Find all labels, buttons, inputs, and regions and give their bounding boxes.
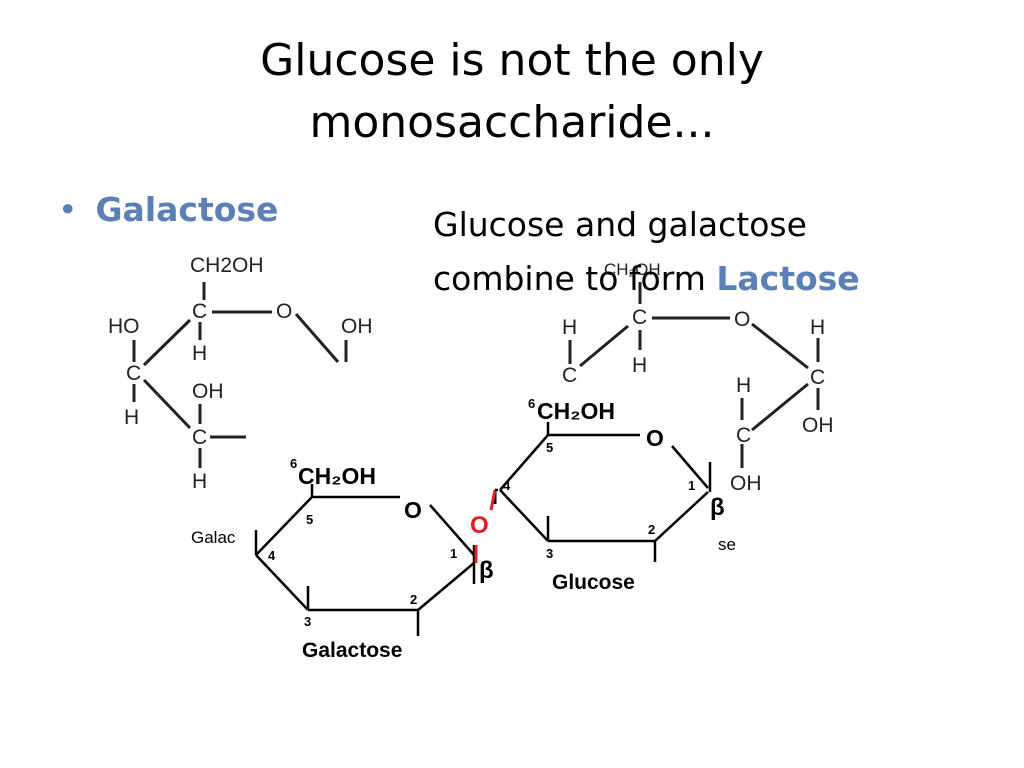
- galactose-open-chain: CH2OH C O OH HO H C H OH C H Galac: [108, 254, 373, 547]
- gal-open-c-left: C: [126, 362, 141, 385]
- glc-open-ch2oh: CH₂OH: [604, 260, 661, 279]
- glc-c1-num: 1: [688, 478, 695, 493]
- gal-c6-num: 6: [290, 456, 297, 471]
- gal-ring-o: O: [404, 497, 422, 523]
- title-line-2: monosaccharide...: [309, 97, 715, 148]
- slide-title: Glucose is not the only monosaccharide..…: [0, 30, 1024, 154]
- gal-c4-num: 4: [268, 548, 276, 563]
- subtitle-line-2: combine to form Lactose: [433, 252, 993, 306]
- glc-open-c-right: C: [810, 366, 825, 389]
- glycosidic-bond: O: [470, 489, 497, 563]
- subtitle-line-1: Glucose and galactose: [433, 205, 807, 244]
- gal-c2-num: 2: [410, 592, 417, 607]
- link-o: O: [470, 512, 489, 539]
- gal-open-ch2oh: CH2OH: [190, 254, 264, 277]
- glc-ch2oh: CH₂OH: [537, 398, 615, 424]
- glc-open-caption: se: [718, 535, 736, 554]
- glc-open-oh-right: OH: [802, 414, 834, 437]
- lactose-galactose-ring: 6 CH₂OH O 5 4 1 β 3 2 Galactose: [254, 456, 494, 662]
- bullet-term: Galactose: [95, 190, 279, 229]
- glc-open-oh-bottom: OH: [730, 472, 762, 495]
- bullet-dot-icon: •: [58, 190, 78, 229]
- glc-open-c-inner: C: [736, 424, 751, 447]
- subtitle-line-2-text: combine to form: [433, 259, 717, 298]
- glc-open-h-inner: H: [736, 374, 751, 397]
- glc-c4-num: 4: [503, 478, 511, 493]
- gal-c3-num: 3: [304, 614, 311, 629]
- gal-open-caption: Galac: [191, 528, 236, 547]
- glc-open-h-right: H: [810, 316, 825, 339]
- gal-open-c-mid: C: [192, 426, 207, 449]
- gal-open-oh-right: OH: [341, 315, 373, 338]
- gal-c1-num: 1: [450, 546, 457, 561]
- glc-c6-num: 6: [528, 396, 535, 411]
- glc-open-c-top: C: [632, 306, 647, 329]
- gal-open-o: O: [276, 300, 292, 323]
- bullet-galactose: • Galactose: [58, 190, 278, 229]
- glc-open-o: O: [734, 308, 750, 331]
- gal-open-h-left: H: [124, 406, 139, 429]
- lactose-glucose-ring: 6 CH₂OH O 5 4 1 β 3 2 Glucose: [495, 396, 725, 594]
- gal-ch2oh: CH₂OH: [298, 463, 376, 489]
- glc-beta: β: [710, 494, 725, 521]
- gal-open-ho: HO: [108, 315, 140, 338]
- gal-open-oh-mid: OH: [192, 380, 224, 403]
- glc-open-h-left: H: [562, 316, 577, 339]
- gal-c5-num: 5: [306, 512, 313, 527]
- glc-c2-num: 2: [648, 522, 655, 537]
- glc-c3-num: 3: [546, 546, 553, 561]
- gal-open-h-bottom: H: [192, 470, 207, 493]
- lactose-subtitle: Glucose and galactose combine to form La…: [433, 198, 993, 306]
- glc-open-c-left: C: [562, 364, 577, 387]
- gal-open-h1: H: [192, 342, 207, 365]
- gal-open-c-top: C: [192, 300, 207, 323]
- title-line-1: Glucose is not the only: [260, 35, 764, 86]
- glucose-open-chain: CH₂OH H C O H C H H C C OH OH se: [562, 260, 834, 554]
- glc-c5-num: 5: [546, 440, 553, 455]
- glc-open-h-under: H: [632, 354, 647, 377]
- glc-ring-o: O: [646, 425, 664, 451]
- gal-label: Galactose: [302, 639, 402, 662]
- subtitle-accent: Lactose: [716, 259, 860, 298]
- glc-label: Glucose: [552, 571, 635, 594]
- gal-beta: β: [479, 557, 494, 584]
